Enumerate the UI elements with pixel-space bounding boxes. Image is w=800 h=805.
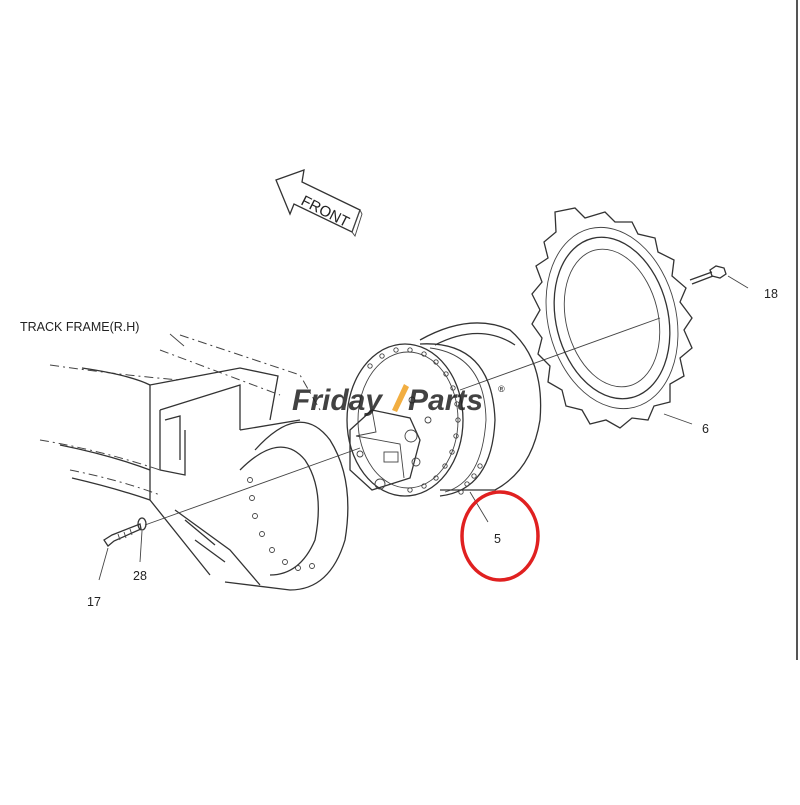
bolt-17 — [103, 523, 142, 547]
track-frame-phantom — [39, 334, 321, 496]
bolt-18 — [689, 265, 727, 285]
part-6-label: 6 — [702, 422, 709, 436]
leader-17 — [98, 547, 109, 581]
track-frame-body — [59, 367, 349, 591]
watermark-word1: Friday — [292, 384, 383, 417]
watermark-logo: Friday Parts ® — [292, 384, 505, 417]
washer-28 — [137, 517, 147, 531]
final-drive-motor — [346, 322, 542, 497]
axis-line-right — [459, 317, 661, 391]
track-frame-leader — [169, 333, 185, 347]
part-5-label: 5 — [494, 532, 501, 546]
arrow-left-icon: FRONT — [275, 169, 363, 237]
axis-line-left — [144, 447, 361, 526]
part-28-label: 28 — [133, 569, 147, 583]
front-label: FRONT — [298, 192, 352, 231]
highlight-circle — [460, 490, 540, 582]
part-18-label: 18 — [764, 287, 778, 301]
watermark-reg: ® — [498, 384, 505, 394]
part-17-label: 17 — [87, 595, 101, 609]
leader-28 — [139, 530, 143, 563]
watermark-slash — [392, 384, 409, 412]
leader-18 — [727, 275, 749, 289]
leader-6 — [663, 413, 693, 425]
sprocket — [531, 207, 693, 429]
leader-5 — [469, 491, 489, 523]
watermark-word2: Parts — [408, 384, 483, 417]
track-frame-label: TRACK FRAME(R.H) — [20, 320, 139, 334]
